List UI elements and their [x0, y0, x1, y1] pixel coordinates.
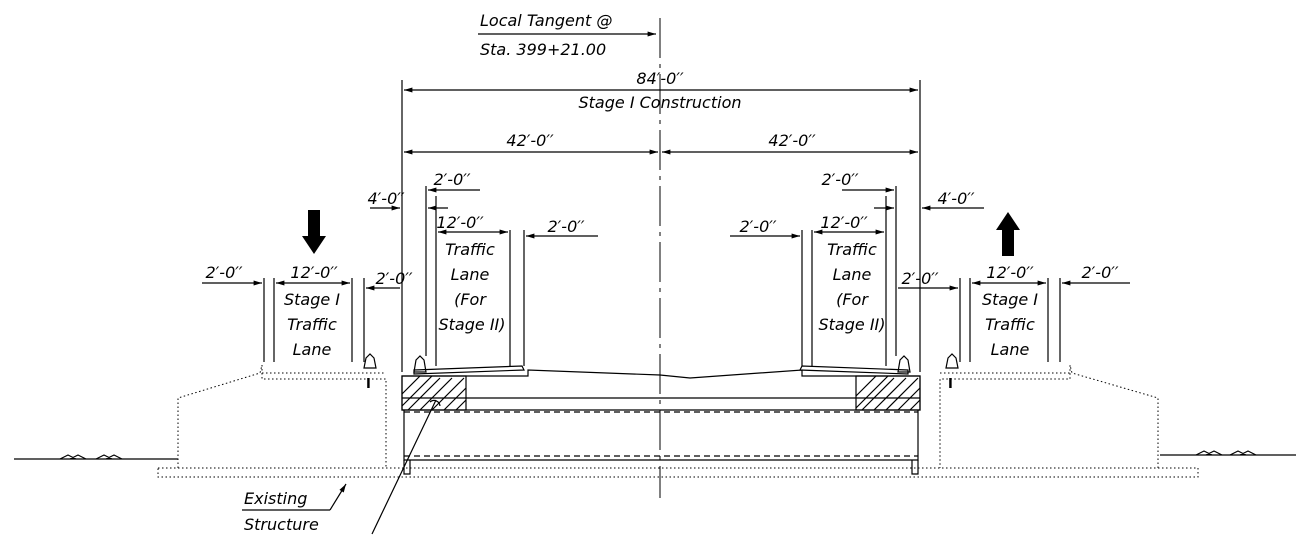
right-barrier-offset-label: 4′-0′′: [937, 189, 974, 208]
right-lane-width-label: 12′-0′′: [820, 213, 868, 232]
right-shoulder-edge-label: 2′-0′′: [901, 269, 938, 288]
left-lane-line-4: Stage II): [439, 315, 506, 334]
right-lane-line-4: Stage II): [819, 315, 886, 334]
right-lane-line-1: Traffic: [827, 240, 877, 259]
traffic-direction-down-arrow-icon: [302, 210, 326, 254]
left-ex-shoulder-label: 2′-0′′: [205, 263, 242, 282]
extension-lines: [263, 80, 1061, 372]
left-ex-lane-line-2: Traffic: [287, 315, 337, 334]
left-ex-lane-width-label: 12′-0′′: [290, 263, 338, 282]
ground-line-right: [1160, 450, 1296, 456]
left-shoulder-top-label: 2′-0′′: [433, 170, 470, 189]
local-tangent-note: Local Tangent @ Sta. 399+21.00: [478, 11, 656, 59]
half-right-label: 42′-0′′: [768, 131, 816, 150]
left-lane-line-2: Lane: [451, 265, 490, 284]
right-new-deck-dimensions: 2′-0′′ 4′-0′′ 12′-0′′ Traffic Lane (For …: [730, 170, 984, 334]
right-ex-lane-line-1: Stage I: [982, 290, 1038, 309]
right-ex-shoulder-label: 2′-0′′: [1081, 263, 1118, 282]
left-shoulder-edge-label: 2′-0′′: [375, 269, 412, 288]
left-lane-width-label: 12′-0′′: [436, 213, 484, 232]
right-shoulder-top-label: 2′-0′′: [821, 170, 858, 189]
ground-line-left: [14, 454, 178, 460]
left-ex-lane-line-1: Stage I: [284, 290, 340, 309]
left-lane-line-3: (For: [454, 290, 487, 309]
barrier-symbol-right: I: [948, 377, 953, 392]
left-barrier-offset-label: 4′-0′′: [367, 189, 404, 208]
left-new-deck-dimensions: 2′-0′′ 4′-0′′ 12′-0′′ Traffic Lane (For …: [366, 170, 598, 334]
left-lane-line-1: Traffic: [445, 240, 495, 259]
local-tangent-label: Local Tangent @: [480, 11, 612, 30]
existing-structure-leader: Existing Structure: [242, 399, 441, 535]
left-existing-lane-dimensions: 2′-0′′ 12′-0′′ Stage I Traffic Lane: [202, 263, 350, 359]
left-ex-lane-line-3: Lane: [293, 340, 332, 359]
stage-construction-label: Stage I Construction: [579, 93, 742, 112]
barrier-symbol-left: I: [366, 377, 371, 392]
half-left-label: 42′-0′′: [506, 131, 554, 150]
right-ex-lane-line-2: Traffic: [985, 315, 1035, 334]
barrier-right-new: [897, 355, 911, 373]
right-shoulder-inner-label: 2′-0′′: [739, 217, 776, 236]
right-lane-line-2: Lane: [833, 265, 872, 284]
existing-label-1: Existing: [244, 489, 307, 508]
right-ex-lane-width-label: 12′-0′′: [986, 263, 1034, 282]
station-label: Sta. 399+21.00: [480, 40, 606, 59]
left-shoulder-inner-label: 2′-0′′: [547, 217, 584, 236]
right-lane-line-3: (For: [836, 290, 869, 309]
traffic-direction-up-arrow-icon: [996, 212, 1020, 256]
existing-structure-outline: [157, 364, 1199, 478]
right-ex-lane-line-3: Lane: [991, 340, 1030, 359]
barrier-left-existing: [363, 353, 377, 369]
right-existing-lane-dimensions: 12′-0′′ 2′-0′′ Stage I Traffic Lane: [972, 263, 1130, 359]
existing-label-2: Structure: [244, 515, 319, 534]
total-width-label: 84′-0′′: [636, 69, 684, 88]
barrier-right-existing: [945, 353, 959, 369]
new-deck-section: [401, 365, 921, 475]
barrier-left-new: [413, 355, 427, 373]
